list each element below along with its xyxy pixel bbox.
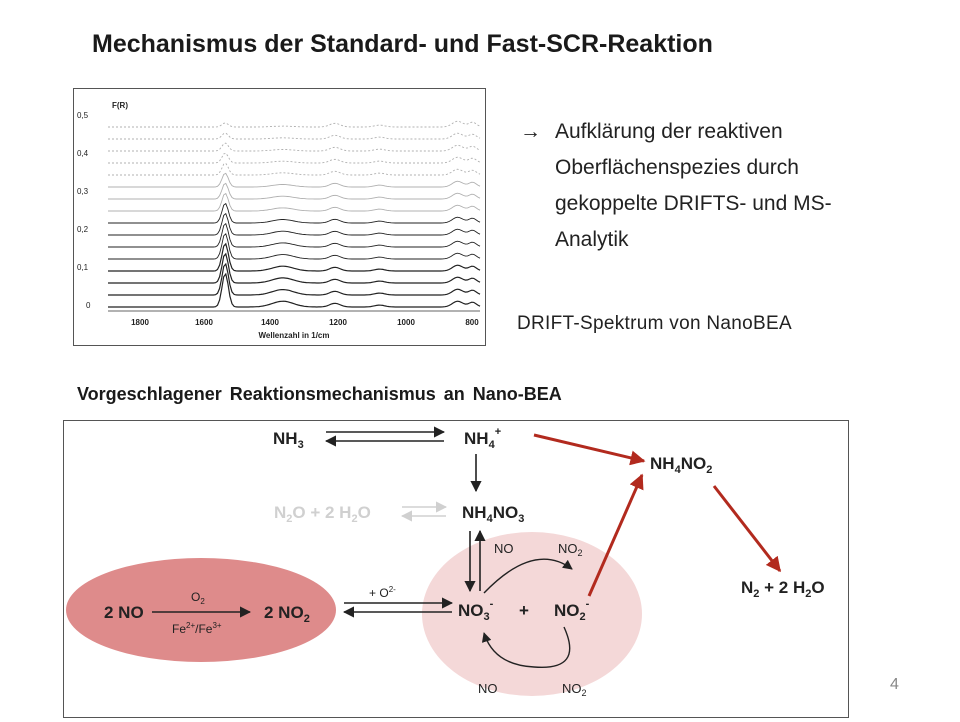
label-plus-o2minus: + O2-: [369, 585, 396, 600]
gas-phase-ellipse: [66, 558, 336, 662]
species-no-lower: NO: [478, 681, 498, 696]
spectrum-caption: DRIFT-Spektrum von NanoBEA: [517, 313, 792, 334]
spectrum-curve: [108, 182, 481, 200]
red-arrow-to-nh4no2: [533, 433, 646, 466]
species-nh4-plus: NH4+: [464, 426, 501, 451]
y-tick: 0,2: [77, 225, 89, 234]
curved-arrow-lower: [481, 626, 571, 669]
spectrum-curve: [108, 222, 481, 248]
spectrum-curve: [108, 262, 481, 296]
surface-species-ellipse: [422, 532, 642, 696]
x-tick: 1800: [131, 318, 149, 327]
drift-spectrum-figure: F(R) 0,5 0,4 0,3 0,2 0,1 0 1800 1600 140…: [73, 88, 486, 346]
bullet-point: → Aufklärung der reaktiven Oberflächensp…: [520, 114, 900, 258]
species-products: N2 + 2 H2O: [741, 578, 825, 600]
x-tick: 1400: [261, 318, 279, 327]
drift-spectrum-plot: F(R) 0,5 0,4 0,3 0,2 0,1 0 1800 1600 140…: [77, 101, 481, 340]
red-arrow-no2-to-nh4no2: [587, 473, 644, 597]
x-tick: 1200: [329, 318, 347, 327]
bullet-text: Aufklärung der reaktiven Oberflächenspez…: [555, 120, 832, 251]
species-no2-minus: NO2-: [554, 598, 590, 623]
spectrum-curve: [108, 272, 481, 308]
species-2no2: 2 NO2: [264, 603, 310, 625]
spectrum-curve: [108, 142, 481, 152]
species-no3-minus: NO3-: [458, 598, 494, 623]
y-tick: 0: [86, 301, 91, 310]
curved-arrow-upper: [483, 558, 573, 594]
species-2no: 2 NO: [104, 603, 144, 622]
species-o2: O2: [191, 590, 205, 606]
x-tick: 1000: [397, 318, 415, 327]
x-axis-label: Wellenzahl in 1/cm: [259, 331, 330, 340]
spectrum-curve: [108, 232, 481, 260]
y-axis-label: F(R): [112, 101, 128, 110]
right-arrow-icon: →: [520, 120, 541, 143]
spectrum-curve: [108, 132, 481, 140]
spectrum-curves: [108, 120, 481, 308]
x-tick: 800: [465, 318, 479, 327]
mechanism-heading: Vorgeschlagener Reaktionsmechanismus an …: [77, 384, 562, 404]
slide-title: Mechanismus der Standard- und Fast-SCR-R…: [92, 30, 713, 58]
spectrum-curve: [108, 242, 481, 272]
page-number: 4: [890, 676, 899, 693]
spectrum-curve: [108, 172, 481, 188]
species-no-upper: NO: [494, 541, 514, 556]
red-arrow-decomposition: [712, 485, 782, 573]
y-tick: 0,1: [77, 263, 89, 272]
species-nh3: NH3: [273, 429, 304, 451]
species-no2-lower: NO2: [562, 681, 587, 698]
y-tick: 0,5: [77, 111, 89, 120]
spectrum-curve: [108, 202, 481, 224]
spectrum-curve: [108, 212, 481, 236]
x-tick: 1600: [195, 318, 213, 327]
spectrum-curve: [108, 252, 481, 284]
species-no2-upper: NO2: [558, 541, 583, 558]
spectrum-curve: [108, 162, 481, 176]
spectrum-curve: [108, 120, 481, 128]
species-n2o-h2o: N2O + 2 H2O: [274, 503, 371, 525]
catalyst-fe: Fe2+/Fe3+: [172, 621, 222, 636]
species-nh4no2: NH4NO2: [650, 454, 712, 476]
spectrum-curve: [108, 192, 481, 212]
mechanism-canvas: NH3 NH4+ NH4NO2 N2O + 2 H2O NH4NO3 NO NO…: [66, 426, 825, 698]
species-nh4no3: NH4NO3: [462, 503, 524, 525]
spectrum-curve: [108, 152, 481, 164]
reaction-mechanism-diagram: NH3 NH4+ NH4NO2 N2O + 2 H2O NH4NO3 NO NO…: [63, 420, 849, 718]
y-tick: 0,3: [77, 187, 89, 196]
y-tick: 0,4: [77, 149, 89, 158]
plus-sign: +: [519, 601, 529, 620]
